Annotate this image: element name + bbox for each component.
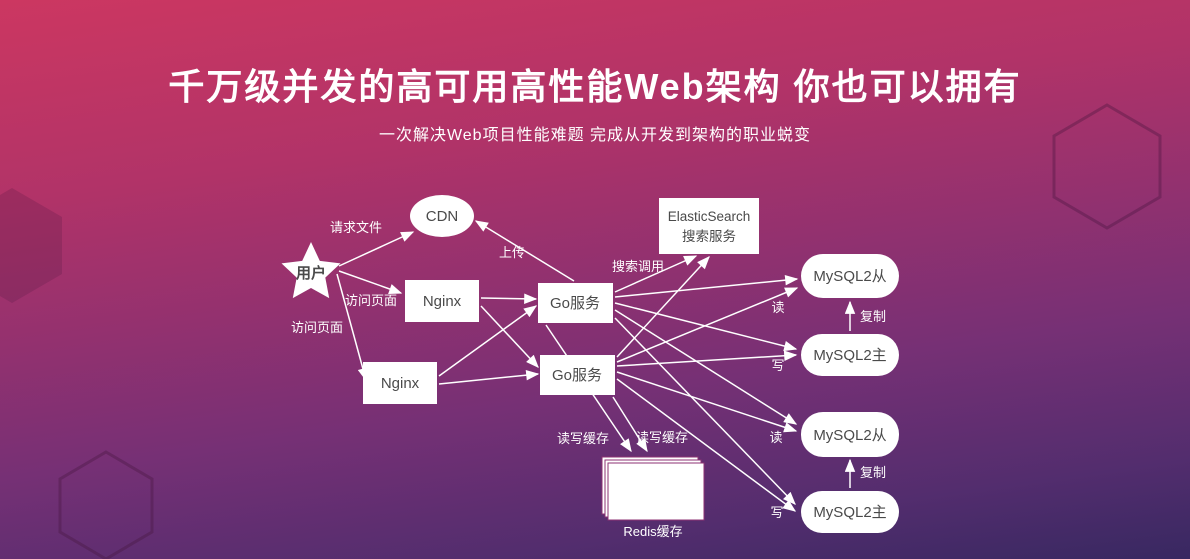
node-mysql-slave-bottom-shape xyxy=(801,412,899,457)
edge-go2-mysql-slave-top xyxy=(616,287,799,363)
node-elasticsearch-label-line1: ElasticSearch xyxy=(668,209,751,224)
redis-card-front xyxy=(607,462,705,521)
edge-user-cdn xyxy=(338,231,415,267)
node-mysql-master-top-shape xyxy=(801,334,899,376)
hexagon-decoration-left xyxy=(0,188,62,303)
node-go1-shape xyxy=(538,283,613,323)
edge-go2-redis xyxy=(612,396,648,453)
edge-label-visit-page-1: 访问页面 xyxy=(345,293,397,308)
hero-text-block: 千万级并发的高可用高性能Web架构 你也可以拥有 一次解决Web项目性能难题 完… xyxy=(0,0,1190,145)
node-nginx1-shape xyxy=(405,280,479,322)
edge-user-nginx1 xyxy=(338,270,403,294)
edge-label-write-top: 写 xyxy=(771,358,784,373)
edge-label-replicate-bottom: 复制 xyxy=(860,465,886,480)
node-go2-shape xyxy=(540,355,615,395)
edge-go2-mysql-slave-bottom xyxy=(616,371,798,433)
node-redis-label: Redis缓存 xyxy=(623,524,682,539)
node-nginx2-label: Nginx xyxy=(381,375,420,392)
node-nginx1-label: Nginx xyxy=(423,293,462,310)
node-user-label: 用户 xyxy=(296,264,326,282)
edge-label-search-call: 搜索调用 xyxy=(612,259,664,274)
node-go2-label: Go服务 xyxy=(552,367,602,384)
hexagon-decoration-bottom-left xyxy=(58,450,154,559)
edge-nginx2-go1 xyxy=(438,305,538,377)
edge-label-upload: 上传 xyxy=(499,245,525,260)
edge-label-request-file: 请求文件 xyxy=(330,220,382,235)
node-user-star-shape xyxy=(281,242,341,299)
node-mysql-slave-top-shape xyxy=(801,254,899,298)
hexagon-decoration-right xyxy=(1052,103,1162,230)
node-mysql-master-bottom-shape xyxy=(801,491,899,533)
edge-go2-mysql-master-bottom xyxy=(616,378,797,512)
edge-nginx2-go2 xyxy=(438,369,540,385)
edge-nginx1-go2 xyxy=(480,305,539,368)
node-mysql-slave-bottom-label: MySQL2从 xyxy=(813,427,886,444)
edge-label-read-bottom: 读 xyxy=(769,430,782,445)
page-title: 千万级并发的高可用高性能Web架构 你也可以拥有 xyxy=(168,66,1022,107)
edge-go1-mysql-master-bottom xyxy=(614,317,796,505)
edge-nginx1-go1 xyxy=(480,293,538,305)
edge-go1-mysql-slave-top xyxy=(614,274,799,298)
edge-user-nginx2 xyxy=(336,273,368,382)
node-nginx2-shape xyxy=(363,362,437,404)
edge-label-visit-page-2: 访问页面 xyxy=(291,320,343,335)
edge-go1-mysql-slave-bottom xyxy=(614,309,798,425)
edge-go1-cdn xyxy=(474,220,575,282)
edge-label-rw-cache-left: 读写缓存 xyxy=(557,431,609,446)
edge-label-replicate-top: 复制 xyxy=(860,309,886,324)
edge-go2-mysql-master-top xyxy=(616,350,798,367)
node-elasticsearch-shape xyxy=(659,198,759,254)
edge-go1-mysql-master-top xyxy=(614,302,798,352)
page-subtitle: 一次解决Web项目性能难题 完成从开发到架构的职业蜕变 xyxy=(378,127,812,145)
node-redis-stack xyxy=(601,456,705,521)
edge-label-read-top: 读 xyxy=(771,300,784,315)
node-go1-label: Go服务 xyxy=(550,295,600,312)
node-cdn-shape xyxy=(410,195,474,237)
node-mysql-master-bottom-label: MySQL2主 xyxy=(813,504,886,521)
edge-label-write-bottom: 写 xyxy=(770,505,783,520)
node-mysql-slave-top-label: MySQL2从 xyxy=(813,268,886,285)
edge-go1-elasticsearch xyxy=(614,255,698,293)
edge-go2-elasticsearch xyxy=(616,256,710,358)
edge-label-rw-cache-right: 读写缓存 xyxy=(636,430,688,445)
node-mysql-master-top-label: MySQL2主 xyxy=(813,347,886,364)
node-elasticsearch-label-line2: 搜索服务 xyxy=(682,229,736,244)
node-cdn-label: CDN xyxy=(426,208,459,225)
